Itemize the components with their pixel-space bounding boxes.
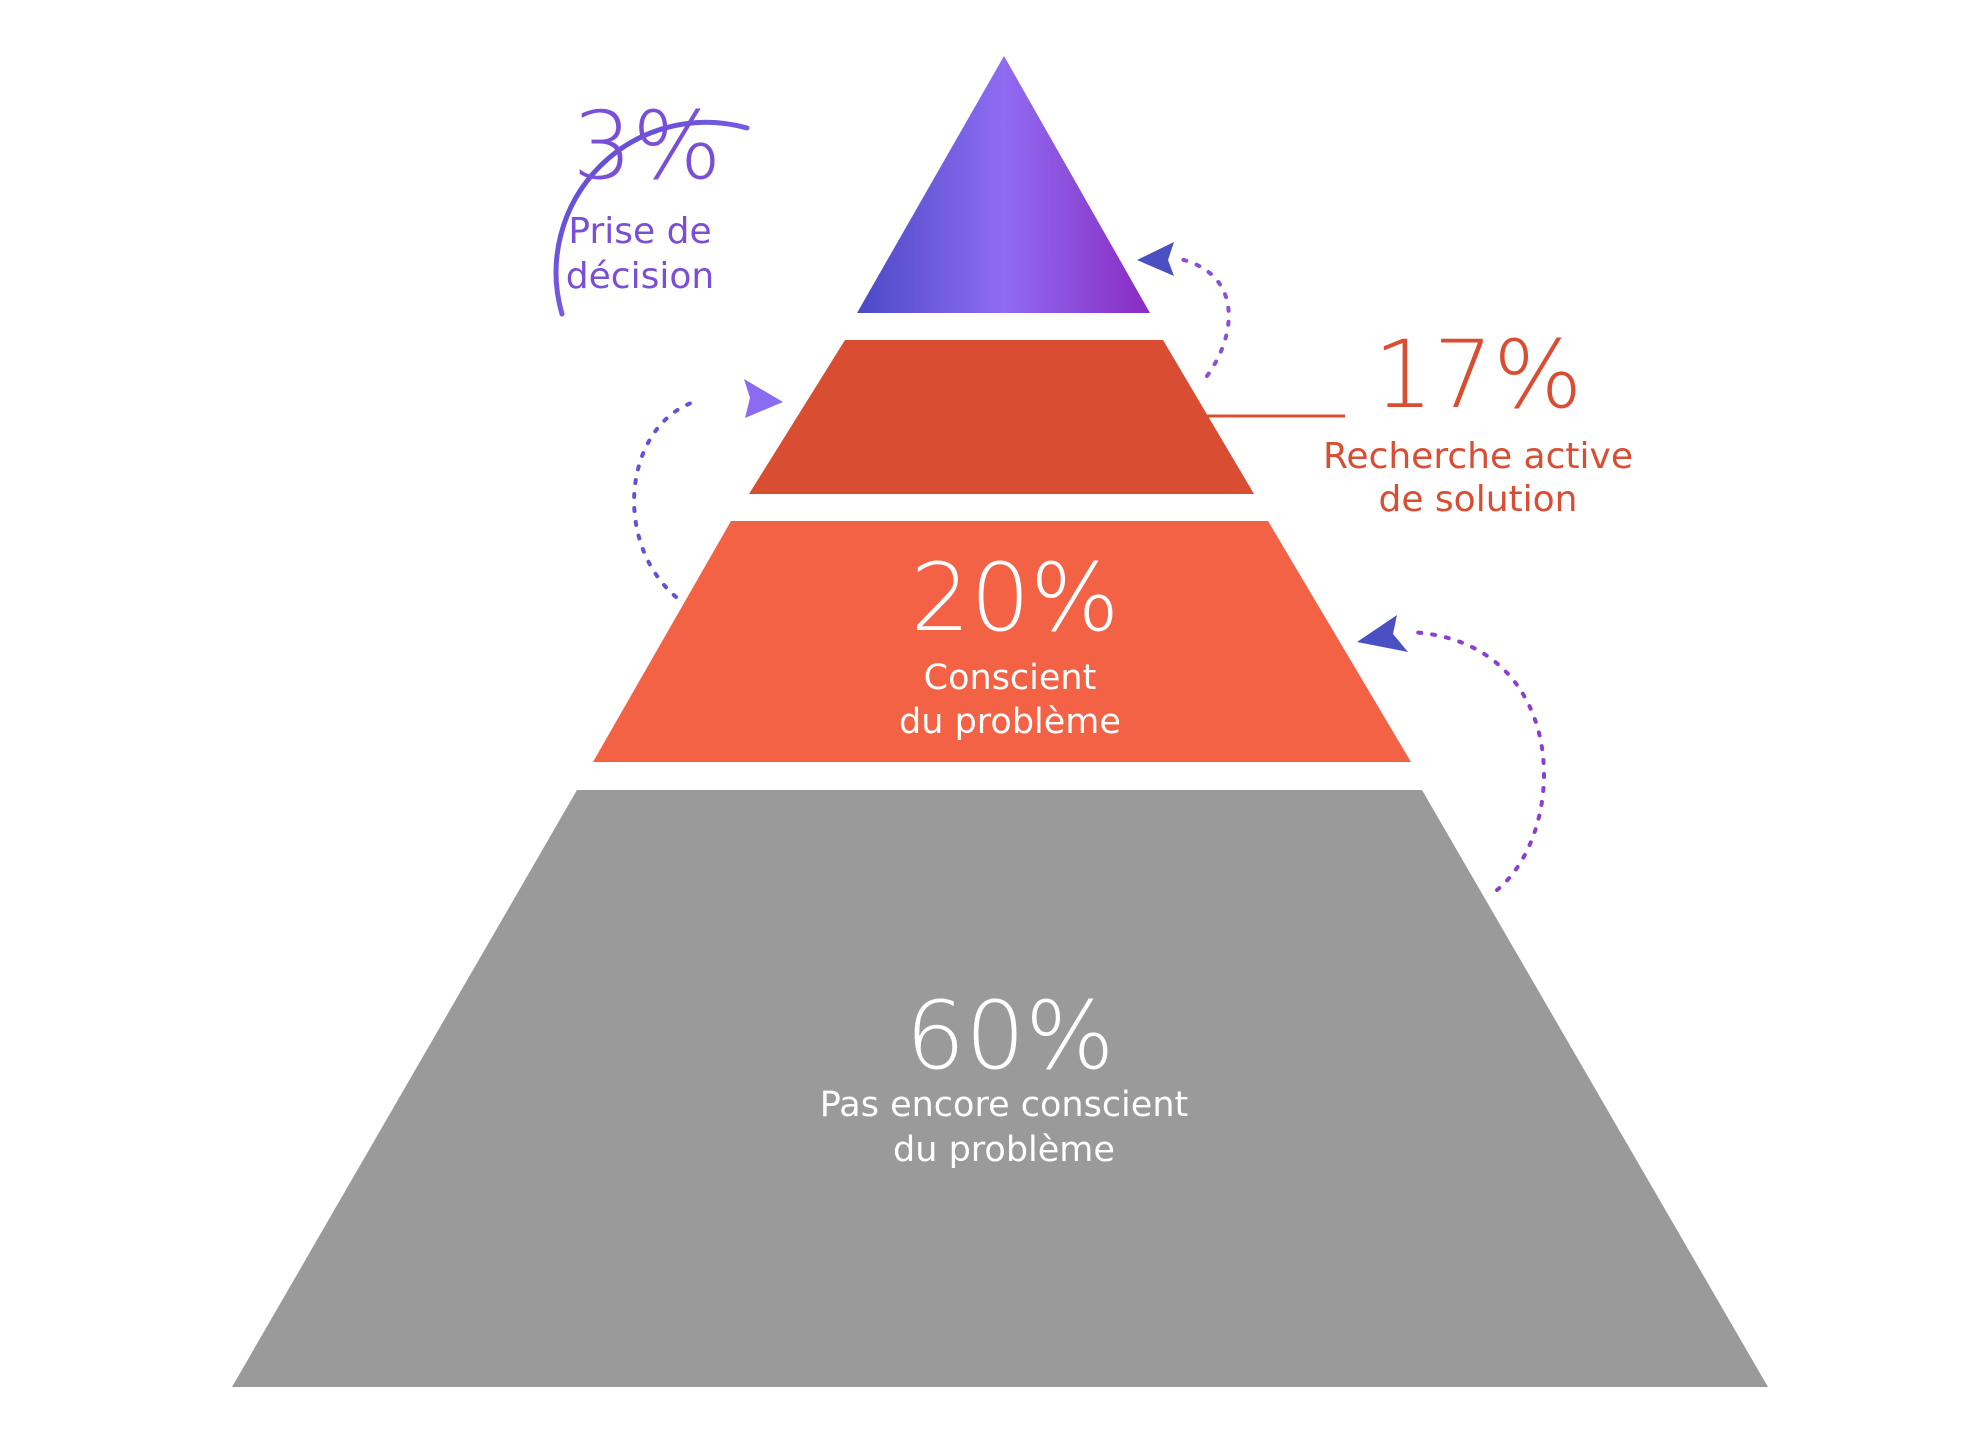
dotted-arrow-icon (632, 379, 783, 599)
tier-aware (593, 521, 1411, 762)
decision-label-line2: décision (566, 256, 714, 297)
decision-arc-icon (553, 119, 750, 317)
aware-label-line1: Conscient (924, 658, 1097, 698)
tier-active-search (749, 340, 1254, 494)
decision-label-line1: Prise de (568, 211, 711, 252)
dotted-arrow-icon (1357, 615, 1546, 892)
active-search-label-line1: Recherche active (1323, 436, 1633, 477)
active-search-label-line2: de solution (1378, 479, 1577, 520)
unaware-percent: 60% (906, 982, 1115, 1091)
dotted-arrow-icon (1137, 242, 1231, 378)
aware-label-line2: du problème (899, 702, 1121, 742)
aware-percent: 20% (911, 544, 1120, 653)
unaware-label-line2: du problème (893, 1130, 1115, 1170)
active-search-percent: 17% (1374, 321, 1583, 430)
tier-decision (857, 56, 1150, 313)
tier-unaware (232, 790, 1768, 1387)
unaware-label-line1: Pas encore conscient (820, 1085, 1188, 1125)
decision-percent: 3% (572, 92, 721, 201)
